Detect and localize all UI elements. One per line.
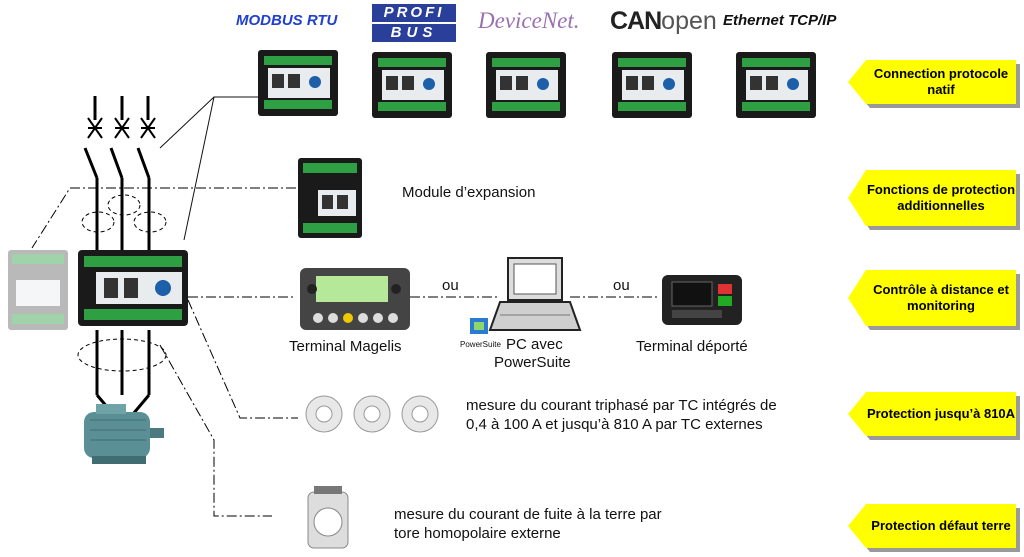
tag-protocol-text: Connection protocole natif: [873, 66, 1009, 97]
ou-right-label: ou: [613, 277, 630, 294]
canopen-can-text: CAN: [610, 7, 662, 35]
module-devicenet: [486, 52, 566, 118]
tag-remote-control-text: Contrôle à distance et monitoring: [873, 282, 1009, 313]
profibus-logo: PROFI BUS: [372, 4, 456, 42]
side-expansion-module: [8, 250, 68, 330]
ct-ellipse-1: [81, 211, 115, 233]
ou-left-label: ou: [442, 277, 459, 294]
profibus-logo-top: PROFI: [372, 4, 456, 22]
tag-protection-810a: Protection jusqu’à 810A: [848, 392, 1020, 440]
remote-terminal: [662, 275, 742, 325]
tag-ground-fault-text: Protection défaut terre: [871, 518, 1011, 533]
tag-protection-functions: Fonctions de protection additionnelles: [848, 170, 1020, 230]
tag-protocol: Connection protocole natif: [848, 60, 1020, 108]
tag-ground-fault: Protection défaut terre: [848, 504, 1020, 552]
canopen-open-text: open: [661, 7, 717, 35]
pc-laptop: [488, 257, 582, 331]
ct-text-line2: 0,4 à 100 A et jusqu’à 810 A par TC exte…: [466, 416, 763, 433]
ct-ellipse-2: [107, 194, 141, 216]
ground-ellipse: [77, 338, 167, 372]
devicenet-logo: DeviceNet.: [478, 8, 580, 33]
module-ethernet: [736, 52, 816, 118]
module-canopen: [612, 52, 692, 118]
ground-text-line2: tore homopolaire externe: [394, 525, 561, 542]
ct-ellipse-3: [133, 211, 167, 233]
profibus-logo-bottom: BUS: [372, 24, 456, 42]
dashdot-lines: [31, 187, 660, 517]
tag-protection-functions-text: Fonctions de protection additionnelles: [866, 182, 1016, 213]
connector-protocol-line: [183, 96, 258, 241]
magelis-label: Terminal Magelis: [289, 338, 402, 355]
powersuite-icon: [470, 318, 488, 334]
ground-text-line1: mesure du courant de fuite à la terre pa…: [394, 506, 662, 523]
ct-text-line1: mesure du courant triphasé par TC intégr…: [466, 397, 777, 414]
expansion-module: [298, 158, 362, 238]
pc-label-line2: PowerSuite: [494, 354, 571, 371]
remote-terminal-label: Terminal déporté: [636, 338, 748, 355]
expansion-module-label: Module d’expansion: [402, 184, 536, 201]
main-controller: [78, 250, 188, 326]
module-modbus: [258, 50, 338, 116]
powersuite-icon-label: PowerSuite: [460, 340, 501, 349]
ground-toroid: [307, 486, 349, 549]
supply-lines: [83, 96, 156, 421]
pc-label-line1: PC avec: [506, 336, 563, 353]
module-profibus: [372, 52, 452, 118]
tag-protection-810a-text: Protection jusqu’à 810A: [866, 406, 1016, 421]
tag-remote-control: Contrôle à distance et monitoring: [848, 270, 1020, 330]
modbus-rtu-label: MODBUS RTU: [236, 12, 338, 29]
motor: [84, 404, 164, 464]
connector-protocol-line-2: [159, 96, 215, 149]
current-transformers: [305, 395, 439, 433]
ethernet-tcpip-label: Ethernet TCP/IP: [723, 12, 837, 29]
magelis-terminal: [300, 268, 410, 330]
canopen-logo: CANopen: [610, 7, 717, 36]
